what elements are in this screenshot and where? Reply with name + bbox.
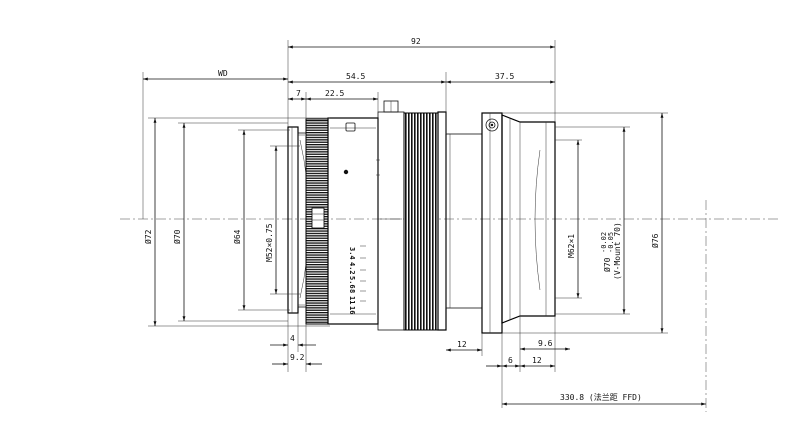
front-flange: [287, 126, 299, 314]
mount-flange: [481, 112, 503, 334]
dim-flange-a: 6: [508, 356, 513, 365]
dim-front-recess: 9.2: [290, 353, 305, 362]
aperture-ring-knurl: [403, 112, 439, 331]
mount-screw: [485, 118, 499, 132]
f-stop-label: 11: [348, 296, 356, 304]
dim-flange-c: 9.6: [538, 339, 553, 348]
dim-diameter-70: Ø70: [172, 229, 182, 244]
dim-body-length: 54.5: [346, 72, 365, 81]
dim-flange-focal-distance: 330.8 (法兰距 FFD): [560, 392, 642, 402]
aperture-ring-base: [377, 111, 405, 331]
dim-flange-b: 12: [532, 356, 542, 365]
left-dimensions: Ø72 Ø70 Ø64 M52×0.75: [143, 117, 330, 327]
dim-mount-thread: M62×1: [567, 234, 576, 258]
dim-total-length: 92: [411, 37, 421, 46]
aperture-scale: 3.4 4.2 5.6 8 11 16: [348, 245, 366, 314]
dim-mount-length: 37.5: [495, 72, 514, 81]
top-dimensions: 92 WD 54.5 37.5 7 22.5: [142, 37, 556, 219]
dim-diameter-76: Ø76: [650, 233, 660, 248]
f-stop-label: 5.6: [348, 276, 356, 289]
f-stop-label: 3.4: [348, 247, 356, 260]
dim-filter-thread: M52×0.75: [265, 223, 274, 262]
dim-mount-tolerance-lower: -0.05: [607, 232, 615, 253]
lens-body: 3.4 4.2 5.6 8 11 16: [287, 100, 556, 334]
f-stop-label: 16: [348, 306, 356, 314]
right-dimensions: M62×1 Ø70 -0.02 -0.05 (V-Mount 70) Ø76: [502, 112, 668, 334]
dim-working-distance: WD: [218, 69, 228, 78]
f-stop-label: 8: [348, 289, 356, 293]
dim-mount-step: 12: [457, 340, 467, 349]
dim-diameter-64: Ø64: [232, 229, 242, 244]
rear-barrel: [445, 133, 483, 309]
locking-screw: [343, 169, 349, 175]
dim-front-step: 4: [290, 334, 295, 343]
dim-focus-ring: 22.5: [325, 89, 344, 98]
dim-diameter-72: Ø72: [143, 229, 153, 244]
rear-glass: [534, 149, 541, 291]
dim-mount-diameter: Ø70: [602, 257, 612, 272]
dim-front-ring: 7: [296, 89, 301, 98]
rear-collar: [437, 111, 447, 331]
dim-mount-tolerance-upper: -0.02: [600, 232, 608, 253]
barrel-window: [345, 122, 356, 132]
focus-index-mark: [311, 207, 325, 229]
dim-mount-type: (V-Mount 70): [613, 222, 622, 280]
f-stop-label: 4.2: [348, 262, 356, 275]
bottom-dimensions: 4 9.2 12 6 12 9.6 330.8 (法兰距 FFD): [270, 313, 706, 408]
